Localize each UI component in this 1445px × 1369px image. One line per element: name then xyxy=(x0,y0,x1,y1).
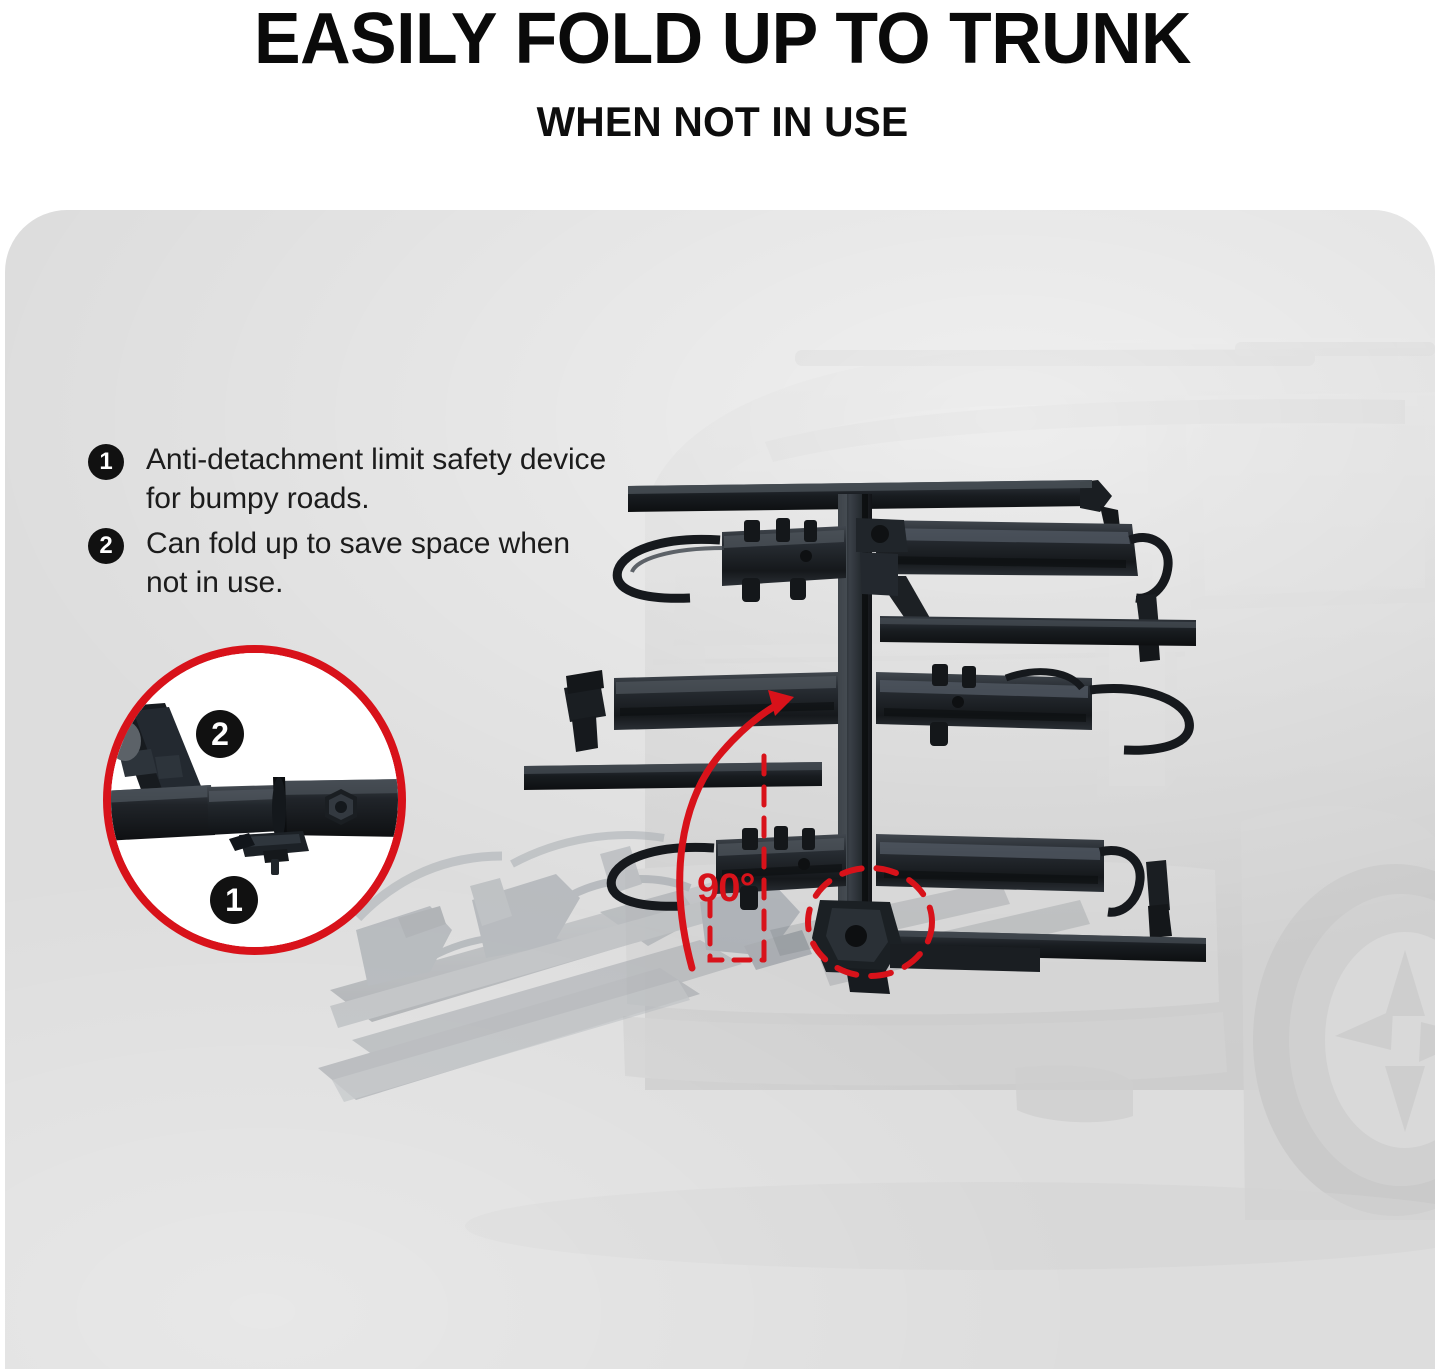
rack-assembly xyxy=(524,480,1206,994)
folded-rack-ghost xyxy=(318,831,812,1102)
feature-number-badge: 1 xyxy=(88,444,124,480)
page-subtitle: WHEN NOT IN USE xyxy=(536,98,909,145)
callout-marker-2: 2 xyxy=(196,710,244,758)
angle-label: 90° xyxy=(697,866,755,910)
pivot-highlight-ellipse xyxy=(805,865,935,979)
callout-marker-1: 1 xyxy=(210,876,258,924)
page-title: EASILY FOLD UP TO TRUNK xyxy=(253,0,1191,79)
rotation-annotation xyxy=(676,690,935,979)
list-item: 2 Can fold up to save space when not in … xyxy=(88,524,608,602)
feature-text: Can fold up to save space when not in us… xyxy=(146,527,570,599)
feature-text: Anti-detachment limit safety device for … xyxy=(146,443,607,515)
feature-number-badge: 2 xyxy=(88,528,124,564)
list-item: 1 Anti-detachment limit safety device fo… xyxy=(88,440,608,518)
feature-list: 1 Anti-detachment limit safety device fo… xyxy=(88,440,608,608)
